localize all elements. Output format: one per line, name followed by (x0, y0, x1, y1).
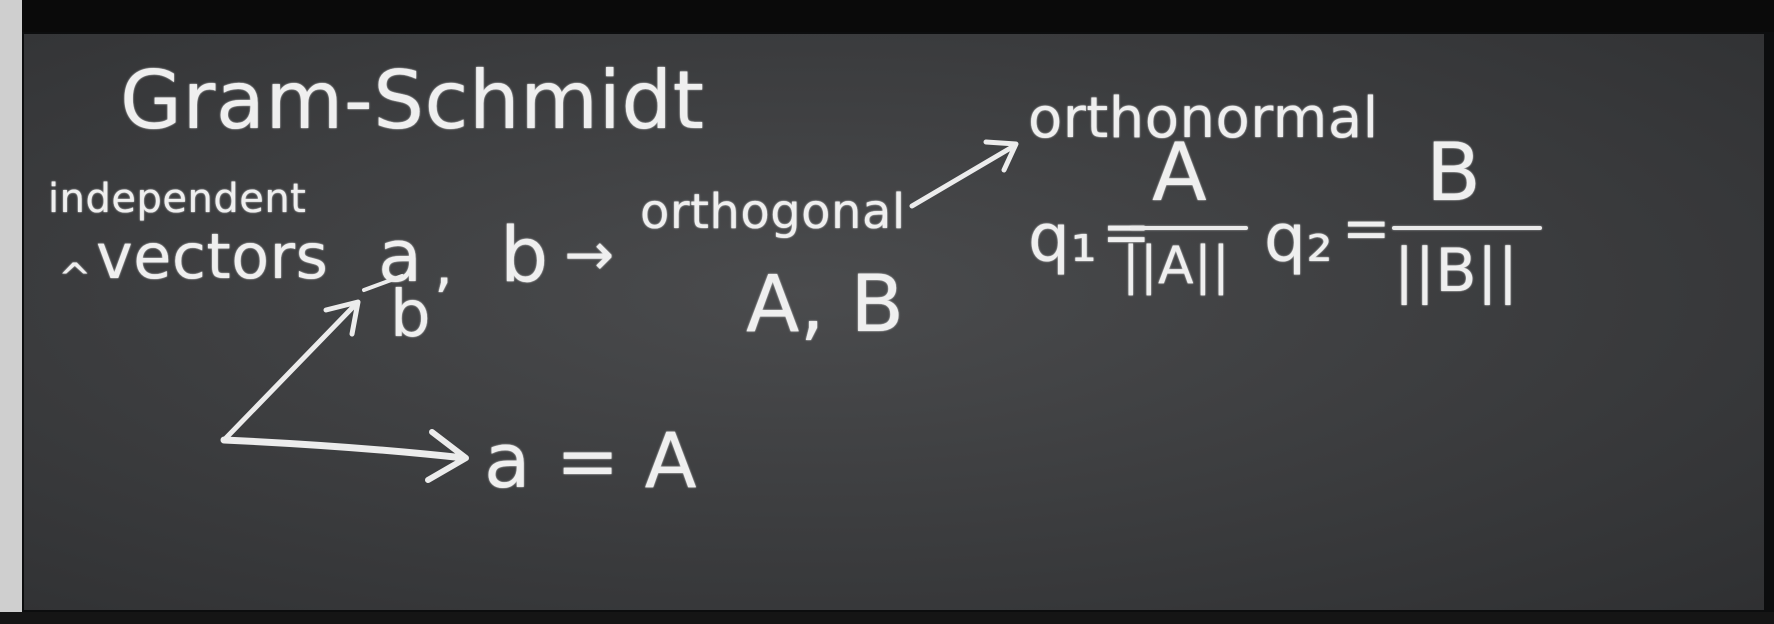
q1-denominator: ||A|| (1122, 236, 1231, 296)
vector-b: b (500, 210, 549, 299)
caret-mark: ^ (58, 256, 93, 302)
chalkboard: Gram-Schmidt independent ^ vectors a , b… (24, 34, 1764, 610)
frame-bottom (0, 612, 1774, 624)
vectors-AB: A, B (746, 260, 905, 350)
label-vectors: vectors (96, 220, 329, 293)
q2-fraction-bar (1392, 226, 1542, 230)
sketch-vector-b (223, 303, 357, 441)
label-orthogonal: orthogonal (640, 184, 906, 240)
arrow-orthogonal-to-orthonormal (909, 143, 1017, 209)
sketch-vector-a-head (425, 429, 469, 483)
q2-label: q₂ (1264, 200, 1334, 277)
sketch-vector-b-head (323, 299, 361, 337)
arrow-orthogonal-to-orthonormal-head (983, 139, 1019, 173)
label-orthonormal: orthonormal (1028, 86, 1379, 151)
sketch-vector-b-label: b (390, 278, 432, 352)
q2-equals: = (1342, 194, 1392, 262)
label-independent: independent (48, 176, 307, 222)
sketch-a-equals-A: a = A (484, 416, 698, 505)
q2-numerator: B (1426, 126, 1482, 219)
q1-equals: = (1102, 198, 1152, 266)
chalk-strokes (220, 139, 1019, 483)
sketch-vector-a (220, 436, 468, 462)
q2-denominator: ||B|| (1394, 236, 1519, 306)
q1-label: q₁ (1028, 200, 1098, 277)
frame-top (0, 0, 1774, 32)
title-gram-schmidt: Gram-Schmidt (120, 54, 705, 147)
frame-left (0, 0, 22, 624)
q1-fraction-bar (1130, 226, 1248, 230)
q1-numerator: A (1152, 126, 1208, 219)
sketch-b-tick (362, 274, 404, 292)
arrow-to-orthogonal: → (564, 220, 615, 290)
comma: , (434, 230, 454, 300)
